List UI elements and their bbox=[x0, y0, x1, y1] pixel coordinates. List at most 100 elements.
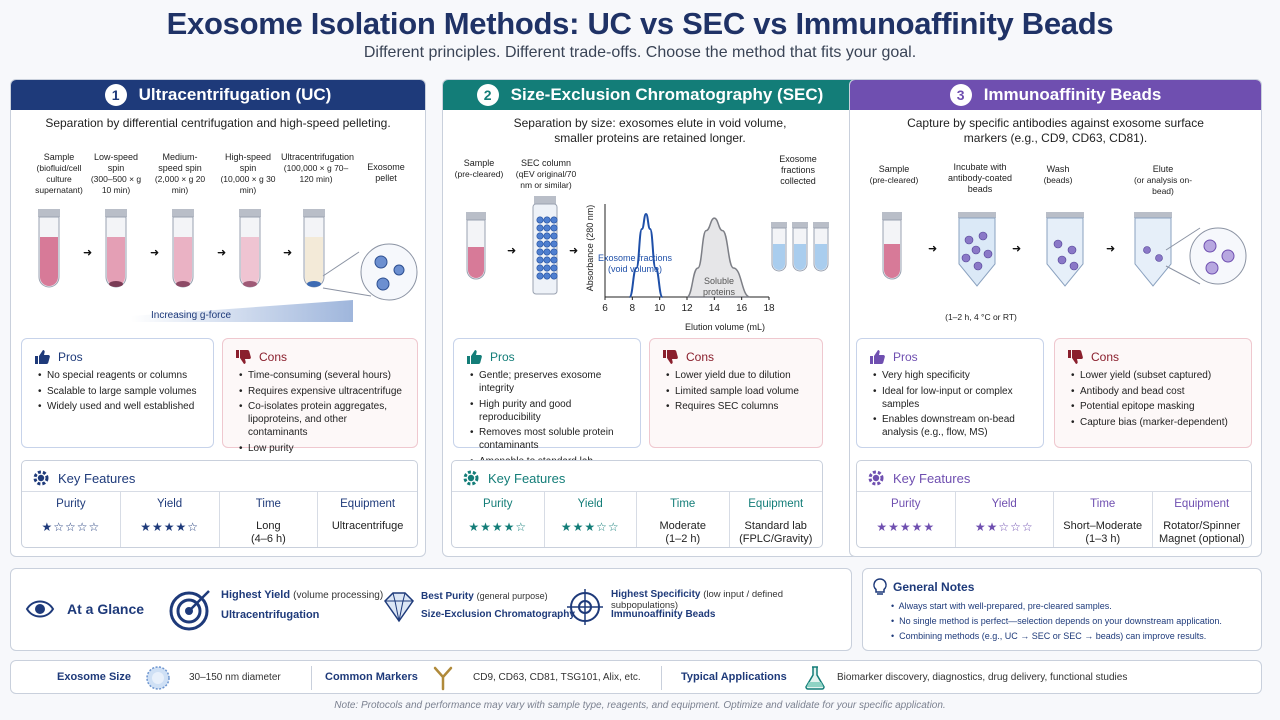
glance-purity-method: Size-Exclusion Chromatography bbox=[421, 609, 575, 620]
list-item: Widely used and well established bbox=[38, 400, 205, 413]
thumbs-down-icon bbox=[1068, 350, 1083, 364]
tube-icon bbox=[466, 212, 486, 280]
markers-value: CD9, CD63, CD81, TSG101, Alix, etc. bbox=[473, 672, 641, 683]
beads-step-incubate: Incubate with antibody-coated beads bbox=[947, 162, 1013, 194]
list-item: No special reagents or columns bbox=[38, 369, 205, 382]
x-tick-label: 12 bbox=[681, 303, 693, 314]
sec-pros-label: Pros bbox=[490, 350, 515, 364]
at-a-glance-panel: At a Glance Highest Yield (volume proces… bbox=[10, 568, 852, 651]
list-item: Very high specificity bbox=[873, 369, 1035, 382]
antibody-icon bbox=[433, 666, 453, 691]
uc-step-sample: Sample(biofluid/cell culture supernatant… bbox=[35, 152, 83, 195]
thumbs-up-icon bbox=[467, 350, 482, 364]
svg-text:➜: ➜ bbox=[1012, 243, 1021, 255]
sec-step-column: SEC column(qEV original/70 nm or similar… bbox=[515, 158, 577, 190]
list-item: Potential epitope masking bbox=[1071, 400, 1243, 413]
glance-label: At a Glance bbox=[67, 601, 145, 617]
list-item: Removes most soluble protein contaminant… bbox=[470, 426, 632, 452]
thumbs-down-icon bbox=[236, 350, 251, 364]
star-rating: ★★★☆☆ bbox=[560, 520, 620, 534]
series-line-soluble bbox=[686, 217, 751, 298]
divider bbox=[311, 666, 312, 690]
beads-step-sample: Sample(pre-cleared) bbox=[869, 164, 919, 185]
glance-purity-title: Best Purity bbox=[421, 591, 474, 602]
star-rating: ★☆☆☆☆ bbox=[41, 520, 101, 534]
uc-cons-label: Cons bbox=[259, 350, 288, 364]
collection-tube-icon bbox=[792, 222, 808, 272]
tube-icon bbox=[105, 209, 127, 288]
series-line-exosome bbox=[628, 212, 664, 298]
y-axis-label: Absorbance (280 nm) bbox=[585, 205, 595, 292]
svg-text:➜: ➜ bbox=[283, 247, 292, 259]
annotation-soluble: Soluble bbox=[704, 276, 734, 286]
list-item: Lower yield due to dilution bbox=[666, 369, 814, 382]
x-tick-label: 6 bbox=[602, 303, 608, 314]
sec-cons-box: Cons Lower yield due to dilution Limited… bbox=[649, 338, 823, 448]
sec-description: Separation by size: exosomes elute in vo… bbox=[513, 116, 787, 145]
x-tick-label: 18 bbox=[763, 303, 775, 314]
wash-tube-icon bbox=[1046, 212, 1084, 287]
glance-specificity-method: Immunoaffinity Beads bbox=[611, 609, 716, 620]
uc-panel-title: Ultracentrifugation (UC) bbox=[138, 85, 332, 104]
feature-yield: Yield★★★★☆ bbox=[121, 492, 220, 547]
list-item: Low purity bbox=[239, 442, 409, 455]
uc-pros-label: Pros bbox=[58, 350, 83, 364]
target-icon bbox=[169, 590, 210, 631]
uc-tube-diagram: ➜ ➜ ➜ ➜ bbox=[38, 209, 418, 322]
beads-step-incubate-detail: (1–2 h, 4 °C or RT) bbox=[945, 312, 1017, 322]
list-item: Requires SEC columns bbox=[666, 400, 814, 413]
gear-icon bbox=[868, 470, 884, 486]
page-title: Exosome Isolation Methods: UC vs SEC vs … bbox=[166, 6, 1114, 41]
x-tick-label: 10 bbox=[654, 303, 666, 314]
uc-step-ultra: Ultracentrifugation(100,000 × g 70–120 m… bbox=[281, 152, 355, 184]
general-notes-panel: General Notes • Always start with well-p… bbox=[862, 568, 1262, 651]
list-item: Lower yield (subset captured) bbox=[1071, 369, 1243, 382]
captured-exosome-zoom-icon bbox=[1189, 227, 1247, 285]
gear-icon bbox=[33, 470, 49, 486]
uc-step-high: High-speed spin(10,000 × g 30 min) bbox=[220, 152, 276, 195]
svg-text:➜: ➜ bbox=[928, 243, 937, 255]
beads-diagram: ➜ ➜ ➜ bbox=[882, 212, 1247, 287]
glance-yield-qualifier: (volume processing) bbox=[293, 590, 384, 601]
star-rating: ★★☆☆☆ bbox=[974, 520, 1034, 534]
list-item: • Always start with well-prepared, pre-c… bbox=[891, 601, 1112, 611]
uc-step-pellet: Exosome pellet bbox=[367, 162, 405, 183]
thumbs-up-icon bbox=[35, 350, 50, 364]
applications-value: Biomarker discovery, diagnostics, drug d… bbox=[837, 672, 1128, 683]
list-item: Limited sample load volume bbox=[666, 385, 814, 398]
list-item: High purity and good reproducibility bbox=[470, 398, 632, 424]
uc-step-medium: Medium-speed spin(2,000 × g 20 min) bbox=[154, 152, 206, 195]
beads-cons-box: Cons Lower yield (subset captured) Antib… bbox=[1054, 338, 1252, 448]
footnote: Note: Protocols and performance may vary… bbox=[334, 700, 946, 711]
tube-icon bbox=[239, 209, 261, 288]
beads-cons-label: Cons bbox=[1091, 350, 1120, 364]
annotation-proteins: proteins bbox=[703, 287, 736, 297]
uc-panel: 1 Ultracentrifugation (UC) Separation by… bbox=[10, 79, 426, 557]
sec-column-icon bbox=[532, 196, 558, 295]
beads-pros-box: Pros Very high specificity Ideal for low… bbox=[856, 338, 1044, 448]
beads-number-badge: 3 bbox=[949, 84, 972, 106]
tube-icon bbox=[303, 209, 325, 288]
divider bbox=[661, 666, 662, 690]
uc-panel-header: 1 Ultracentrifugation (UC) bbox=[11, 80, 425, 110]
list-item: Ideal for low-input or complex samples bbox=[873, 385, 1035, 411]
uc-number-badge: 1 bbox=[104, 84, 127, 106]
sec-panel: 2 Size-Exclusion Chromatography (SEC) Se… bbox=[442, 79, 858, 557]
star-rating: ★★★★★ bbox=[876, 520, 936, 534]
star-rating: ★★★★☆ bbox=[140, 520, 200, 534]
uc-cons-box: Cons Time-consuming (several hours) Requ… bbox=[222, 338, 418, 455]
annotation-void: (void volume) bbox=[608, 264, 662, 274]
x-tick-label: 8 bbox=[630, 303, 636, 314]
annotation-exosome: Exosome fractions bbox=[598, 253, 673, 263]
beads-description: Capture by specific antibodies against e… bbox=[907, 116, 1204, 145]
svg-text:➜: ➜ bbox=[1106, 243, 1115, 255]
glance-yield-method: Ultracentrifugation bbox=[221, 609, 320, 621]
diamond-icon bbox=[384, 592, 414, 623]
sec-cons-label: Cons bbox=[686, 350, 715, 364]
x-axis-label: Elution volume (mL) bbox=[685, 322, 765, 332]
